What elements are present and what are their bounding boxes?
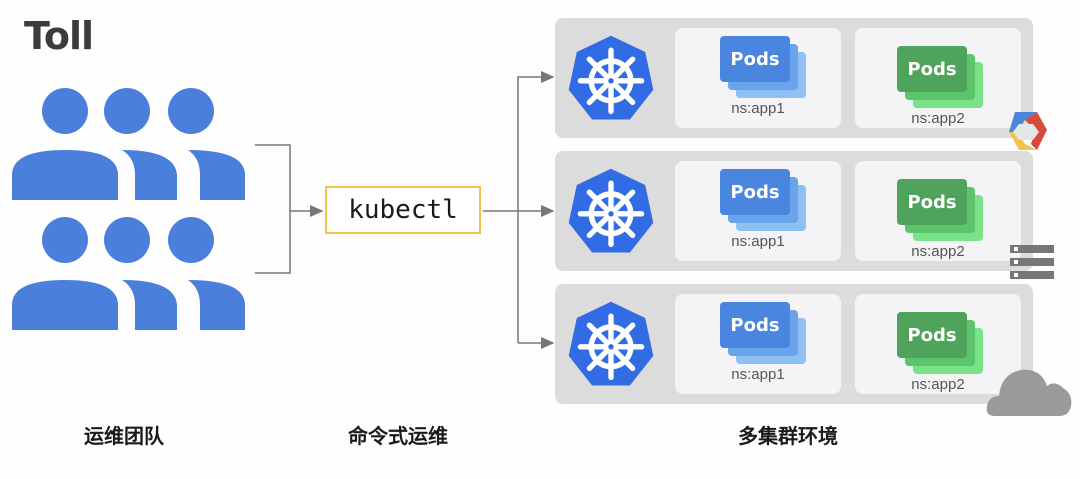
kubernetes-icon [565, 300, 657, 390]
namespace-box-app1: Pods ns:app1 [675, 28, 841, 128]
namespace-label: ns:app2 [911, 376, 965, 393]
pods-stack: Pods [720, 169, 810, 239]
namespace-box-app2: Pods ns:app2 [855, 28, 1021, 128]
pods-stack: Pods [897, 312, 987, 382]
pods-stack: Pods [720, 36, 810, 106]
kubernetes-icon [565, 167, 657, 257]
namespace-box-app2: Pods ns:app2 [855, 294, 1021, 394]
kubectl-label: kubectl [348, 195, 458, 225]
namespace-label: ns:app1 [731, 366, 785, 383]
ops-team-icon [12, 88, 245, 330]
pods-stack: Pods [720, 302, 810, 372]
namespace-label: ns:app1 [731, 233, 785, 250]
pods-card: Pods [897, 179, 967, 225]
pods-card: Pods [897, 46, 967, 92]
namespace-box-app1: Pods ns:app1 [675, 294, 841, 394]
cluster-1: Pods ns:app1 Pods ns:app2 [555, 18, 1033, 138]
cluster-3: Pods ns:app1 Pods ns:app2 [555, 284, 1033, 404]
caption-ops-team: 运维团队 [84, 424, 164, 448]
kubectl-box: kubectl [325, 186, 481, 234]
pods-card: Pods [720, 36, 790, 82]
pods-stack: Pods [897, 46, 987, 116]
namespace-box-app2: Pods ns:app2 [855, 161, 1021, 261]
caption-multi-cluster: 多集群环境 [738, 424, 838, 448]
cloud-icon [986, 369, 1072, 416]
logo: Toll [24, 14, 94, 58]
cluster-2: Pods ns:app1 Pods ns:app2 [555, 151, 1033, 271]
pods-stack: Pods [897, 179, 987, 249]
pods-card: Pods [897, 312, 967, 358]
google-cloud-icon [1009, 112, 1047, 150]
pods-card: Pods [720, 302, 790, 348]
kubernetes-icon [565, 34, 657, 124]
pods-card: Pods [720, 169, 790, 215]
namespace-label: ns:app2 [911, 110, 965, 127]
namespace-box-app1: Pods ns:app1 [675, 161, 841, 261]
caption-imperative-ops: 命令式运维 [348, 424, 448, 448]
namespace-label: ns:app2 [911, 243, 965, 260]
server-rack-icon [1010, 245, 1054, 279]
namespace-label: ns:app1 [731, 100, 785, 117]
